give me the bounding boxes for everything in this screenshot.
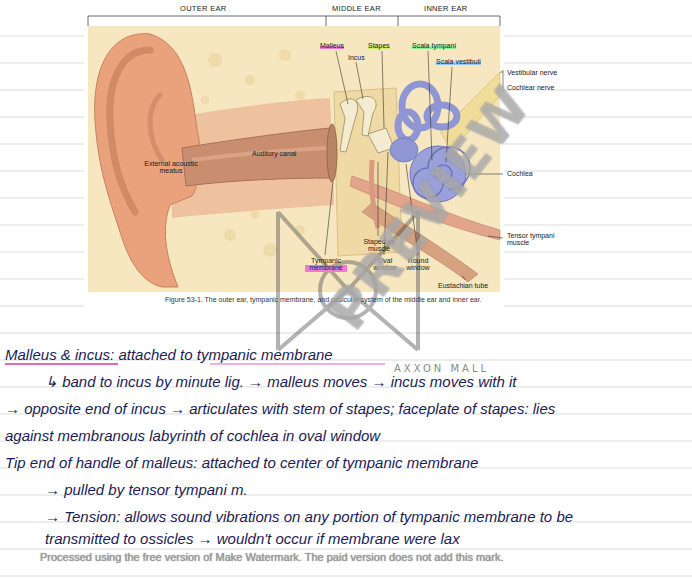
part-label: Scala vestibuli	[436, 58, 481, 65]
region-bracket	[88, 16, 500, 26]
auditory-canal	[182, 128, 332, 186]
note-line: Tip end of handle of malleus: attached t…	[5, 455, 478, 470]
note-line: ↳ band to incus by minute lig. → malleus…	[45, 374, 517, 389]
part-label: Auditory canal	[252, 150, 296, 157]
region-heading: INNER EAR	[424, 5, 468, 13]
antihelix	[150, 95, 162, 160]
part-label: Eustachian tube	[438, 282, 488, 289]
highlight-stroke	[210, 363, 385, 364]
part-label: Stapes	[368, 42, 390, 49]
incus	[356, 96, 376, 136]
note-line: → opposite end of incus → articulates wi…	[5, 401, 555, 416]
part-label: Scala tympani	[412, 42, 456, 49]
part-label: Vestibular nerve	[507, 69, 557, 76]
part-label: Incus	[348, 54, 365, 61]
region-heading: MIDDLE EAR	[332, 5, 381, 13]
note-line: transmitted to ossicles → wouldn't occur…	[45, 531, 460, 546]
malleus	[340, 99, 358, 152]
part-label: External acoustic meatus	[140, 160, 202, 175]
region-heading: OUTER EAR	[180, 5, 226, 13]
stapedius-muscle	[371, 160, 378, 228]
highlight-stroke	[5, 363, 118, 365]
note-line: Malleus & incus: attached to tympanic me…	[5, 347, 333, 362]
part-label: Malleus	[320, 42, 344, 49]
helix-fold	[110, 50, 150, 212]
part-label: Cochlea	[507, 170, 533, 177]
watermark-brand: AXXON MALL	[394, 364, 489, 375]
part-label: Tensor tympani muscle	[507, 232, 565, 247]
part-label: Tympanic membrane	[305, 257, 347, 272]
watermark-notice: Processed using the free version of Make…	[40, 552, 503, 564]
note-line: → pulled by tensor tympani m.	[45, 482, 248, 497]
canal-highlight	[192, 148, 326, 160]
vestibule	[390, 138, 418, 162]
note-line: against membranous labyrinth of cochlea …	[5, 428, 380, 443]
tympanic-membrane	[327, 124, 337, 182]
note-line: → Tension: allows sound vibrations on an…	[45, 509, 573, 524]
